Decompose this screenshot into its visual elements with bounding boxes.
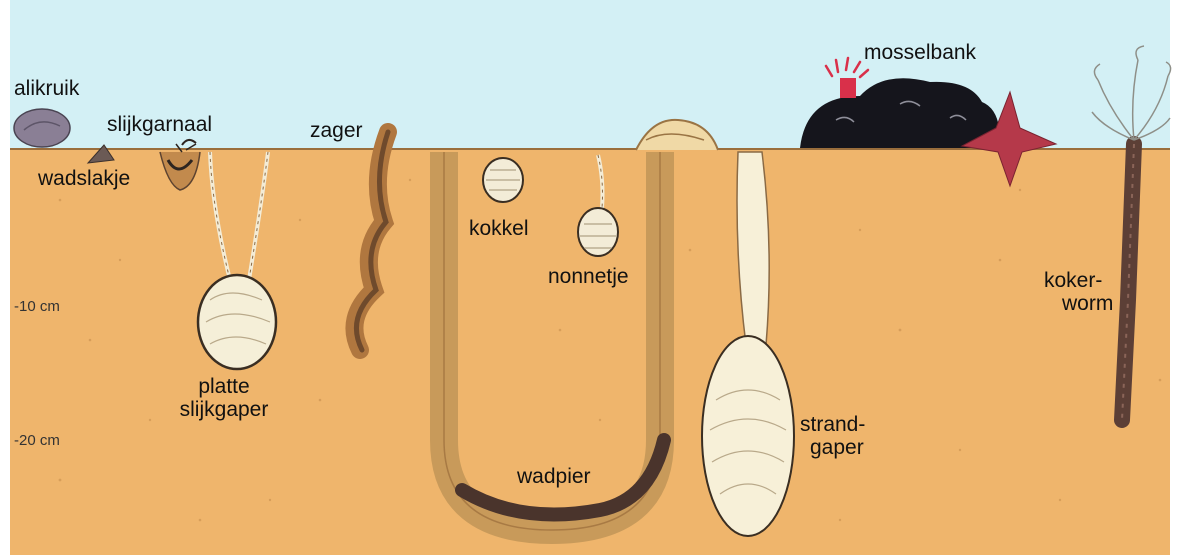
label-platte-slijkgaper-line2: slijkgaper — [166, 399, 282, 422]
label-strandgaper-line2: gaper — [800, 437, 865, 460]
cockle-shell-icon — [483, 158, 523, 202]
label-slijkgarnaal: slijkgarnaal — [107, 114, 212, 137]
depth-marker-20cm: -20 cm — [14, 432, 60, 449]
label-platte-slijkgaper: platte slijkgaper — [166, 376, 282, 421]
label-strandgaper-line1: strand- — [800, 414, 865, 437]
label-kokerworm-line1: koker- — [1044, 270, 1113, 293]
label-kokerworm: koker- worm — [1044, 270, 1113, 315]
depth-marker-10cm: -10 cm — [14, 298, 60, 315]
label-platte-slijkgaper-line1: platte — [166, 376, 282, 399]
label-strandgaper: strand- gaper — [800, 414, 865, 459]
label-kokkel: kokkel — [469, 218, 529, 241]
label-wadpier: wadpier — [517, 466, 591, 489]
label-nonnetje: nonnetje — [548, 266, 629, 289]
label-zager: zager — [310, 120, 363, 143]
periwinkle-shell-icon — [14, 109, 70, 147]
label-wadslakje: wadslakje — [38, 168, 130, 191]
label-kokerworm-line2: worm — [1044, 293, 1113, 316]
label-alikruik: alikruik — [14, 78, 79, 101]
label-mosselbank: mosselbank — [864, 42, 976, 65]
